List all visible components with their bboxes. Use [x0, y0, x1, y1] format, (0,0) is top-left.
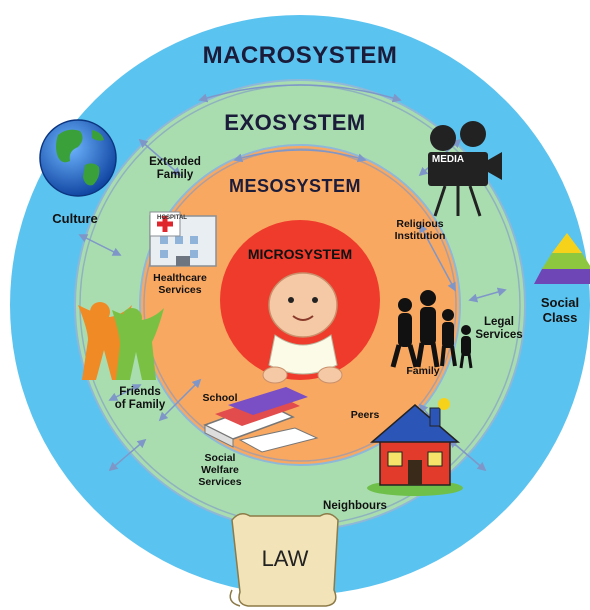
exosystem-label: EXOSYSTEM [224, 110, 366, 135]
house-icon [367, 398, 463, 496]
family-label: Family [406, 365, 440, 377]
macrosystem-label: MACROSYSTEM [202, 42, 398, 69]
extended-family-label: Extended Family [149, 156, 201, 182]
culture-label: Culture [52, 211, 98, 226]
social-class-pyramid-icon [534, 233, 590, 284]
school-label: School [202, 392, 238, 404]
law-scroll-icon [229, 513, 339, 607]
baby-icon [262, 272, 343, 384]
law-label: LAW [261, 546, 309, 571]
neighbours-label: Neighbours [323, 500, 387, 512]
globe-icon [39, 119, 117, 197]
religious-institution-label: Religious Institution [394, 218, 446, 243]
movie-camera-icon [428, 121, 502, 217]
legal-services-label: Legal Services [475, 316, 523, 342]
books-icon [203, 387, 319, 453]
mesosystem-label: MESOSYSTEM [228, 176, 362, 196]
healthcare-services-label: Healthcare Services [153, 272, 207, 297]
media-label: MEDIA [431, 154, 465, 165]
microsystem-label: MICROSYSTEM [247, 246, 353, 262]
hospital-icon [149, 211, 217, 267]
ring-arrows [78, 84, 521, 526]
hospital-sign: HOSPITAL [157, 215, 187, 221]
family-silhouette-icon [390, 290, 473, 369]
social-welfare-services-label: Social Welfare Services [198, 452, 242, 489]
peers-label: Peers [350, 409, 380, 421]
friends-of-family-label: Friends of Family [114, 386, 166, 412]
friends-figures-icon [78, 302, 164, 380]
social-class-label: Social Class [540, 295, 580, 325]
